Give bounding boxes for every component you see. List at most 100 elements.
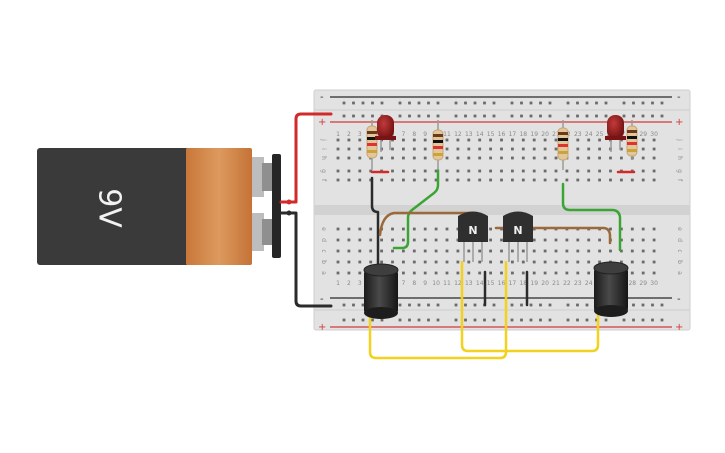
hole[interactable] [609, 156, 612, 160]
rail-hole[interactable] [398, 318, 402, 322]
hole[interactable] [456, 156, 460, 160]
rail-hole[interactable] [660, 318, 664, 322]
hole[interactable] [652, 271, 656, 275]
hole[interactable] [358, 238, 362, 242]
rail-hole[interactable] [492, 114, 496, 118]
hole[interactable] [500, 238, 503, 242]
rail-hole[interactable] [622, 318, 626, 322]
hole[interactable] [565, 238, 569, 242]
rail-hole[interactable] [576, 303, 579, 307]
hole[interactable] [467, 260, 471, 264]
rail-hole[interactable] [408, 318, 411, 322]
rail-hole[interactable] [548, 101, 552, 105]
hole[interactable] [554, 156, 558, 160]
battery-9v[interactable]: 9V [37, 148, 292, 265]
hole[interactable] [609, 227, 612, 231]
hole[interactable] [500, 178, 503, 182]
rail-hole[interactable] [398, 101, 402, 105]
rail-hole[interactable] [417, 114, 421, 118]
hole[interactable] [543, 271, 547, 275]
hole[interactable] [511, 249, 514, 253]
hole[interactable] [620, 227, 623, 231]
hole[interactable] [358, 271, 362, 275]
hole[interactable] [412, 147, 416, 151]
rail-hole[interactable] [361, 114, 365, 118]
hole[interactable] [434, 238, 438, 242]
hole[interactable] [402, 249, 405, 253]
hole[interactable] [652, 147, 656, 151]
rail-hole[interactable] [548, 114, 552, 118]
hole[interactable] [554, 260, 558, 264]
rail-hole[interactable] [408, 101, 411, 105]
hole[interactable] [587, 260, 591, 264]
hole[interactable] [554, 178, 558, 182]
hole[interactable] [641, 178, 645, 182]
rail-hole[interactable] [417, 318, 421, 322]
hole[interactable] [402, 227, 405, 231]
transistor-2[interactable]: N [503, 211, 533, 263]
hole[interactable] [358, 156, 362, 160]
rail-hole[interactable] [651, 114, 654, 118]
hole[interactable] [391, 147, 394, 151]
hole[interactable] [478, 138, 482, 142]
hole[interactable] [456, 138, 460, 142]
hole[interactable] [347, 271, 351, 275]
hole[interactable] [434, 260, 438, 264]
hole[interactable] [587, 178, 591, 182]
hole[interactable] [336, 138, 340, 142]
rail-hole[interactable] [464, 303, 467, 307]
hole[interactable] [532, 249, 536, 253]
hole[interactable] [532, 178, 536, 182]
hole[interactable] [456, 260, 460, 264]
hole[interactable] [369, 249, 373, 253]
rail-hole[interactable] [352, 114, 355, 118]
hole[interactable] [402, 260, 405, 264]
resistor-2[interactable] [432, 120, 444, 170]
hole[interactable] [641, 271, 645, 275]
rail-hole[interactable] [539, 318, 542, 322]
rail-hole[interactable] [660, 114, 664, 118]
hole[interactable] [489, 178, 492, 182]
hole[interactable] [456, 169, 460, 173]
rail-hole[interactable] [566, 303, 570, 307]
rail-hole[interactable] [417, 101, 421, 105]
hole[interactable] [652, 156, 656, 160]
hole[interactable] [423, 260, 427, 264]
hole[interactable] [380, 156, 383, 160]
hole[interactable] [380, 178, 383, 182]
hole[interactable] [423, 156, 427, 160]
rail-hole[interactable] [622, 114, 626, 118]
hole[interactable] [347, 169, 351, 173]
hole[interactable] [445, 156, 449, 160]
rail-hole[interactable] [483, 114, 486, 118]
hole[interactable] [641, 249, 645, 253]
hole[interactable] [445, 227, 449, 231]
hole[interactable] [576, 238, 580, 242]
rail-hole[interactable] [566, 101, 570, 105]
hole[interactable] [598, 147, 601, 151]
transistor-1[interactable]: N [458, 211, 488, 263]
hole[interactable] [445, 138, 449, 142]
hole[interactable] [467, 249, 471, 253]
rail-hole[interactable] [361, 318, 365, 322]
rail-hole[interactable] [510, 303, 514, 307]
hole[interactable] [641, 227, 645, 231]
hole[interactable] [423, 138, 427, 142]
hole[interactable] [532, 238, 536, 242]
hole[interactable] [478, 260, 482, 264]
hole[interactable] [369, 178, 373, 182]
wire-black-battery[interactable] [279, 211, 333, 308]
rail-hole[interactable] [641, 303, 645, 307]
hole[interactable] [630, 178, 634, 182]
rail-hole[interactable] [473, 101, 477, 105]
hole[interactable] [630, 238, 634, 242]
hole[interactable] [445, 169, 449, 173]
hole[interactable] [412, 227, 416, 231]
hole[interactable] [456, 147, 460, 151]
hole[interactable] [434, 227, 438, 231]
rail-hole[interactable] [529, 303, 533, 307]
hole[interactable] [467, 178, 471, 182]
hole[interactable] [532, 147, 536, 151]
rail-hole[interactable] [641, 318, 645, 322]
hole[interactable] [412, 238, 416, 242]
